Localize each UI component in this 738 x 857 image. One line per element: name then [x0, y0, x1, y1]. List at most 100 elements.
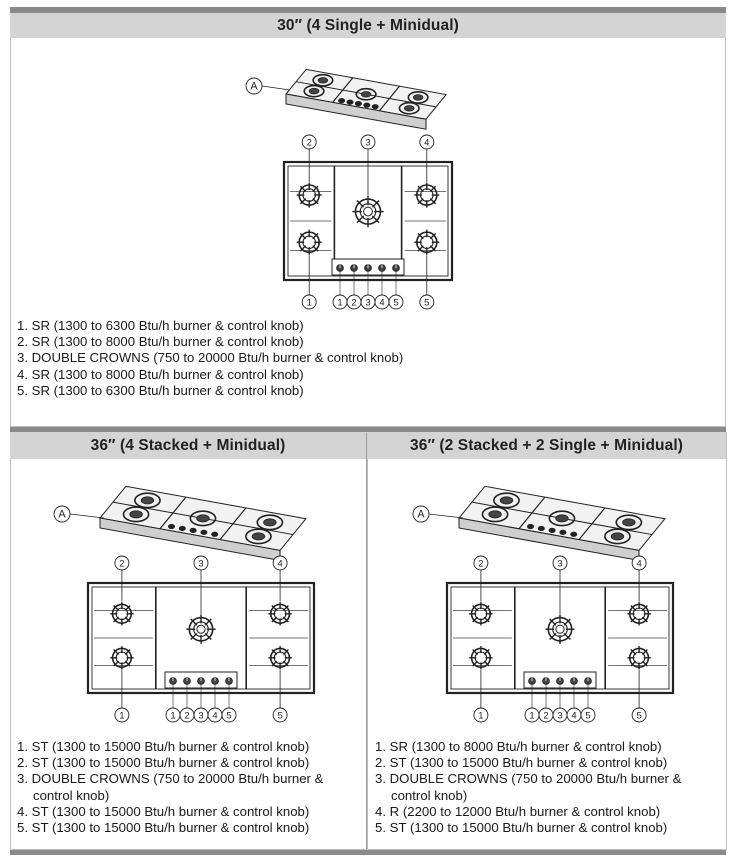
list-item: 2. SR (1300 to 8000 Btu/h burner & contr…	[17, 334, 304, 350]
svg-text:2: 2	[119, 559, 124, 570]
svg-text:3: 3	[365, 298, 370, 309]
burner-icon	[469, 602, 493, 626]
burner-number-label: 4	[631, 555, 647, 571]
list-item: 4. ST (1300 to 15000 Btu/h burner & cont…	[17, 803, 310, 819]
bottom-rule	[10, 849, 726, 855]
control-knob-icon	[392, 264, 400, 272]
svg-text:4: 4	[212, 711, 217, 722]
knob-number-label: 5	[580, 707, 596, 723]
svg-text:1: 1	[119, 711, 124, 722]
burner-icon	[186, 614, 216, 644]
control-knob-icon	[211, 677, 219, 685]
control-knob-icon	[556, 677, 564, 685]
control-knob-icon	[169, 677, 177, 685]
burner-number-label: 3	[552, 555, 568, 571]
control-knob-icon	[584, 677, 592, 685]
svg-text:3: 3	[557, 559, 562, 570]
list-item: 4. R (2200 to 12000 Btu/h burner & contr…	[375, 803, 661, 819]
svg-text:1: 1	[170, 711, 175, 722]
list-item: control knob)	[33, 787, 110, 803]
burner-icon	[268, 602, 292, 626]
burner-icon	[545, 614, 575, 644]
burner-icon	[352, 195, 384, 228]
svg-text:4: 4	[277, 559, 282, 570]
control-knob-icon	[336, 264, 344, 272]
list-item: 2. ST (1300 to 15000 Btu/h burner & cont…	[375, 755, 668, 771]
burner-number-label: 5	[419, 294, 435, 310]
burner-number-label: 3	[360, 134, 376, 150]
burner-number-label: 1	[301, 294, 317, 310]
burner-number-label: 1	[114, 707, 130, 723]
list-item: 5. SR (1300 to 6300 Btu/h burner & contr…	[17, 382, 304, 398]
section-30-title: 30″ (4 Single + Minidual)	[10, 13, 726, 38]
top-rule	[10, 7, 726, 13]
list-item: 3. DOUBLE CROWNS (750 to 20000 Btu/h bur…	[375, 771, 682, 787]
svg-text:3: 3	[198, 559, 203, 570]
svg-text:5: 5	[393, 298, 398, 309]
control-knob-icon	[183, 677, 191, 685]
knob-number-label: 2	[538, 707, 554, 723]
callout-a-label: A	[53, 505, 71, 523]
knob-number-label: 1	[332, 294, 348, 310]
knob-number-label: 2	[179, 707, 195, 723]
control-knob-icon	[350, 264, 358, 272]
svg-text:5: 5	[636, 711, 641, 722]
knob-number-label: 4	[566, 707, 582, 723]
burner-icon	[414, 182, 440, 208]
burner-number-label: 4	[419, 134, 435, 150]
svg-text:1: 1	[337, 298, 342, 309]
burner-number-label: 2	[473, 555, 489, 571]
knob-number-label: 5	[221, 707, 237, 723]
svg-text:A: A	[58, 509, 66, 521]
cooktop-isometric-view	[458, 485, 666, 561]
list-item: 1. SR (1300 to 6300 Btu/h burner & contr…	[17, 318, 304, 333]
knob-number-label: 3	[552, 707, 568, 723]
knob-number-label: 3	[360, 294, 376, 310]
list-item: 3. DOUBLE CROWNS (750 to 20000 Btu/h bur…	[17, 350, 404, 366]
burner-icon	[110, 602, 134, 626]
burner-number-label: 4	[272, 555, 288, 571]
middle-rule	[10, 426, 726, 432]
callout-a-label: A	[245, 77, 263, 95]
knob-number-label: 1	[524, 707, 540, 723]
burner-icon	[414, 229, 440, 255]
column-divider	[366, 432, 367, 849]
control-knob-icon	[542, 677, 550, 685]
cooktop-isometric-view	[285, 68, 448, 130]
svg-text:1: 1	[529, 711, 534, 722]
knob-number-label: 2	[346, 294, 362, 310]
svg-text:2: 2	[307, 138, 312, 149]
control-knob-icon	[364, 264, 372, 272]
burner-icon	[110, 646, 134, 670]
section-36b-title: 36″ (2 Stacked + 2 Single + Minidual)	[367, 432, 726, 459]
burner-number-label: 2	[114, 555, 130, 571]
svg-text:3: 3	[365, 138, 370, 149]
svg-text:2: 2	[543, 711, 548, 722]
burner-icon	[469, 646, 493, 670]
burner-icon	[627, 646, 651, 670]
control-knob-icon	[225, 677, 233, 685]
burner-number-label: 1	[473, 707, 489, 723]
svg-text:5: 5	[424, 298, 429, 309]
section-36b-burner-list: 1. SR (1300 to 8000 Btu/h burner & contr…	[375, 739, 681, 836]
burner-icon	[296, 229, 322, 255]
section-30-burner-list: 1. SR (1300 to 6300 Btu/h burner & contr…	[17, 318, 403, 399]
control-knob-icon	[197, 677, 205, 685]
list-item: 3. DOUBLE CROWNS (750 to 20000 Btu/h bur…	[17, 771, 324, 787]
svg-text:3: 3	[557, 711, 562, 722]
control-knob-icon	[528, 677, 536, 685]
burner-number-label: 5	[631, 707, 647, 723]
section-36a-burner-list: 1. ST (1300 to 15000 Btu/h burner & cont…	[17, 739, 323, 836]
burner-number-label: 3	[193, 555, 209, 571]
svg-text:A: A	[250, 81, 258, 93]
burner-icon	[268, 646, 292, 670]
knob-number-label: 4	[374, 294, 390, 310]
svg-text:3: 3	[198, 711, 203, 722]
control-knob-icon	[570, 677, 578, 685]
knob-number-label: 3	[193, 707, 209, 723]
svg-text:1: 1	[307, 298, 312, 309]
